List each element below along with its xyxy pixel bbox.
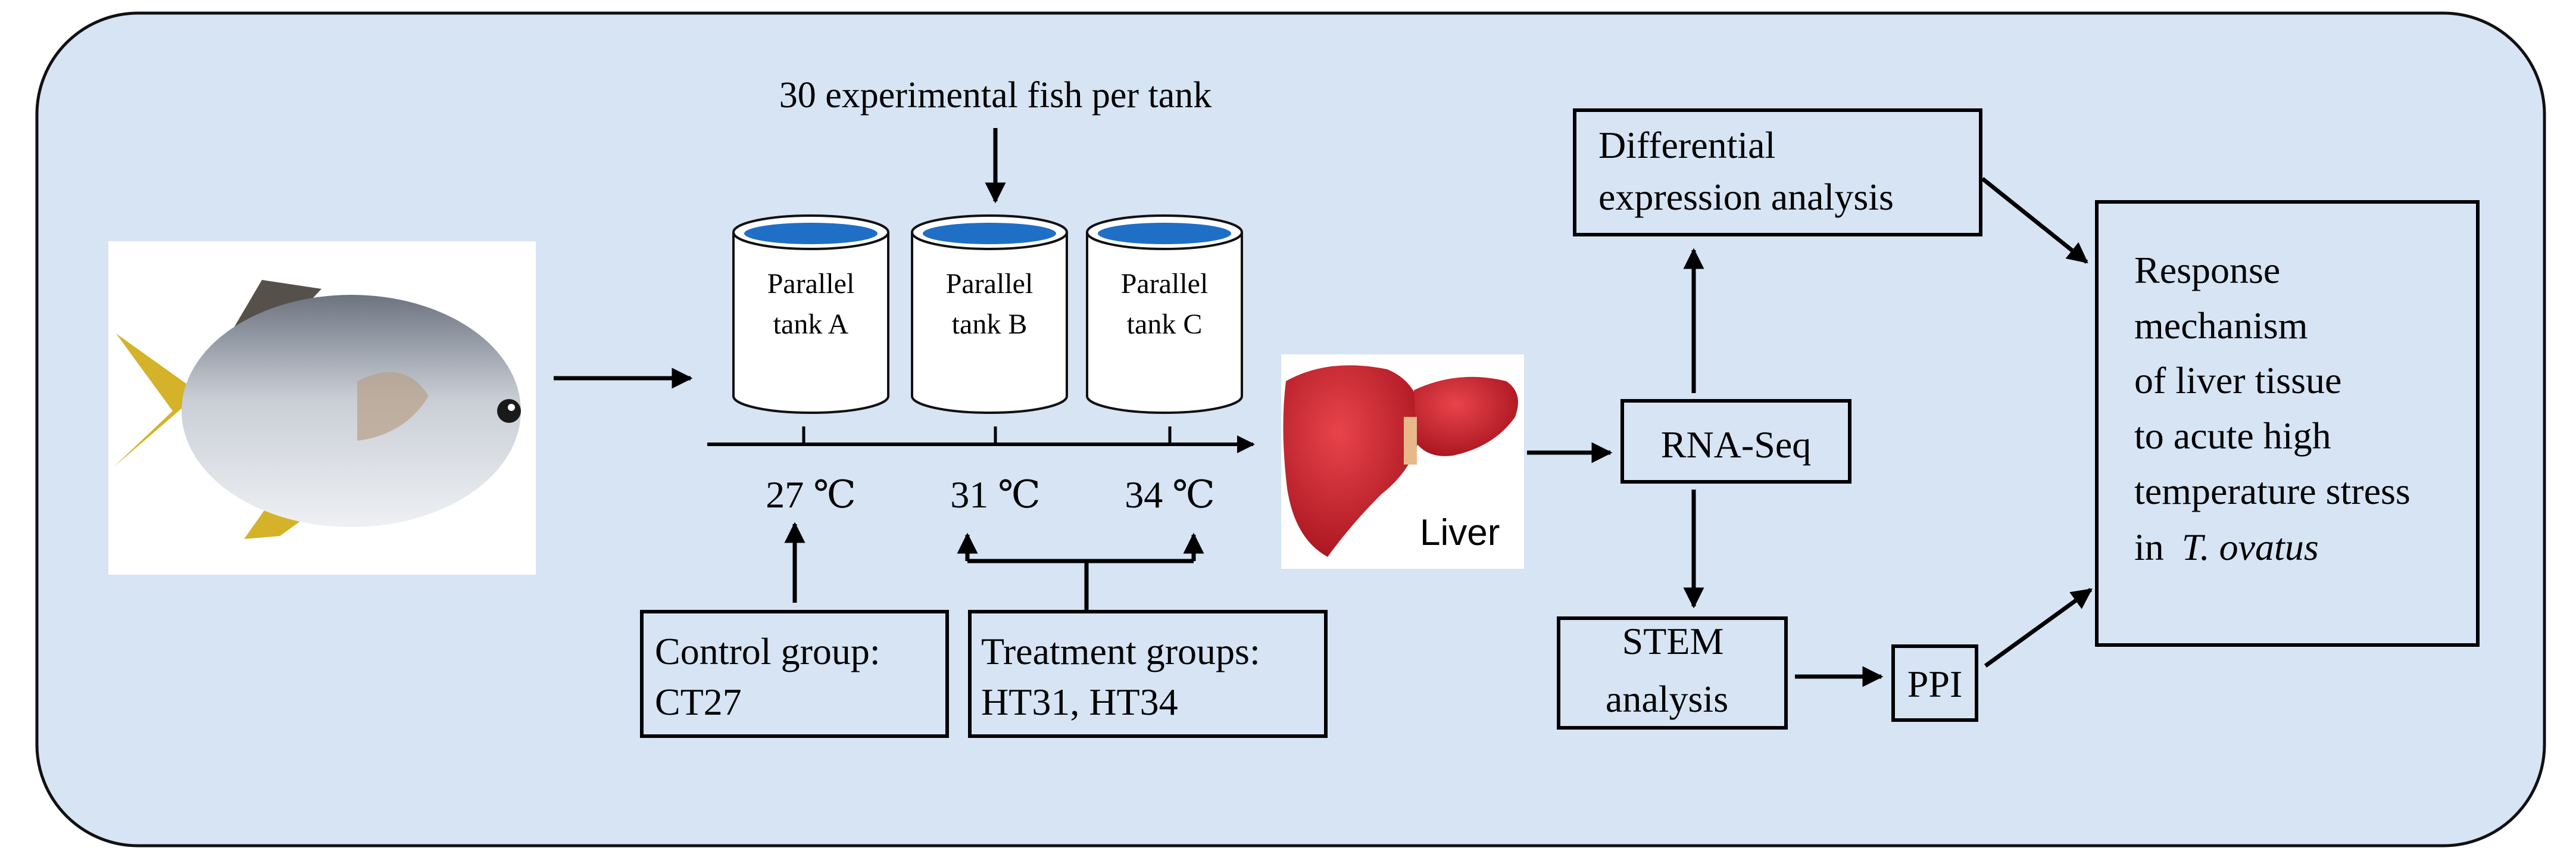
response-line-1: Response xyxy=(2134,249,2280,291)
response-line-5: temperature stress xyxy=(2134,470,2410,512)
control-group-label-1: Control group: xyxy=(655,630,880,672)
ppi-label: PPI xyxy=(1907,663,1963,705)
fish-image xyxy=(108,241,536,575)
response-line-6-prefix: in xyxy=(2134,526,2164,568)
treatment-groups-label-1: Treatment groups: xyxy=(981,630,1260,672)
temp-31: 31 ℃ xyxy=(950,473,1041,516)
tank-b-label-1: Parallel xyxy=(946,268,1033,300)
tank-a-label-2: tank A xyxy=(773,309,849,340)
tank-b-label-2: tank B xyxy=(952,309,1028,340)
response-line-2: mechanism xyxy=(2134,304,2308,347)
stem-label-2: analysis xyxy=(1606,678,1728,720)
tank-a-label-1: Parallel xyxy=(767,268,855,300)
differential-label-2: expression analysis xyxy=(1598,176,1894,218)
tank-c-label-2: tank C xyxy=(1127,309,1203,340)
treatment-groups-label-2: HT31, HT34 xyxy=(981,681,1178,723)
arrow-differential-to-response xyxy=(1981,177,2088,264)
tank-c: Parallel tank C xyxy=(1086,214,1243,414)
ppi-box: PPI xyxy=(1891,644,1978,722)
response-line-4: to acute high xyxy=(2134,415,2331,457)
response-line-3: of liver tissue xyxy=(2134,359,2341,401)
control-group-box: Control group: CT27 xyxy=(640,610,949,738)
response-line-6: in T. ovatus xyxy=(2134,526,2319,568)
response-box: Response mechanism of liver tissue to ac… xyxy=(2095,200,2480,647)
header-note: 30 experimental fish per tank xyxy=(779,75,1212,116)
rna-seq-box: RNA-Seq xyxy=(1620,399,1851,484)
temp-27: 27 ℃ xyxy=(766,473,856,516)
liver-image: Liver xyxy=(1281,354,1524,569)
differential-label-1: Differential xyxy=(1598,124,1775,166)
control-group-label-2: CT27 xyxy=(655,681,742,723)
response-species: T. ovatus xyxy=(2182,526,2319,568)
differential-expression-box: Differential expression analysis xyxy=(1573,108,1982,236)
tank-c-label-1: Parallel xyxy=(1121,268,1209,300)
tank-a: Parallel tank A xyxy=(732,214,889,414)
stem-analysis-box: STEM analysis xyxy=(1557,616,1788,730)
temp-34: 34 ℃ xyxy=(1125,473,1215,516)
tank-b: Parallel tank B xyxy=(911,214,1068,414)
treatment-bracket xyxy=(957,532,1204,612)
stem-label-1: STEM xyxy=(1622,620,1724,662)
arrow-ppi-to-response xyxy=(1984,588,2093,668)
treatment-groups-box: Treatment groups: HT31, HT34 xyxy=(968,610,1328,738)
liver-label: Liver xyxy=(1420,512,1500,553)
rna-seq-label: RNA-Seq xyxy=(1661,423,1811,466)
